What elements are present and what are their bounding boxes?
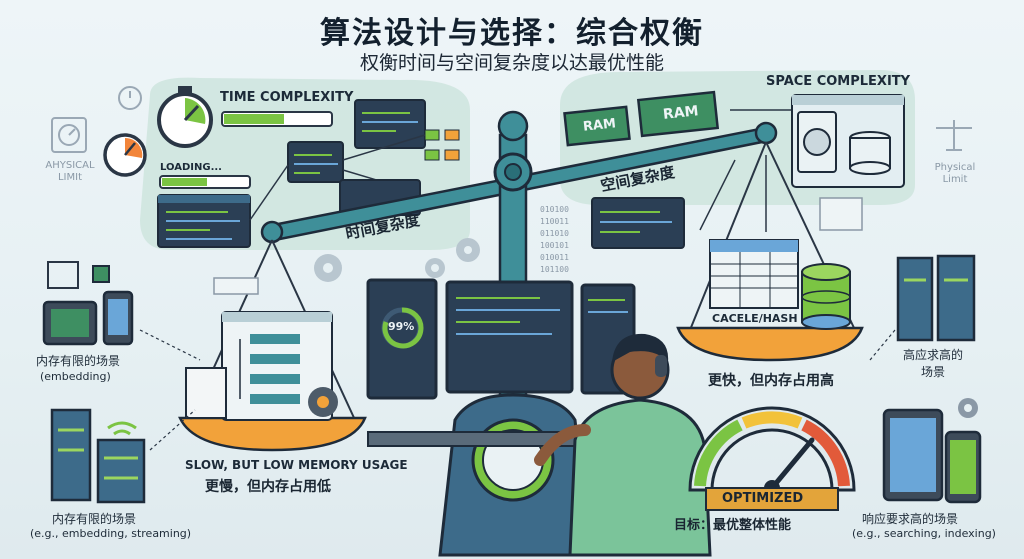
binary-stream-icon: 010100 xyxy=(540,205,569,214)
svg-text:110011: 110011 xyxy=(540,217,569,226)
time-complexity-label: TIME COMPLEXITY xyxy=(220,90,354,105)
optimized-gauge xyxy=(688,406,856,511)
scale-balance-icon xyxy=(936,120,972,151)
scenario-limited-memory-top: 内存有限的场景 xyxy=(36,354,121,368)
optimized-label: OPTIMIZED xyxy=(722,491,804,506)
gear-icon-right xyxy=(958,398,978,418)
stopwatch-icon xyxy=(157,86,213,148)
physical-limit-right: Physical Limit xyxy=(934,162,976,185)
page-title: 算法设计与选择：综合权衡 xyxy=(320,16,704,51)
headphones-icon xyxy=(655,355,667,377)
doc-strip-icon xyxy=(213,277,259,295)
monitor-left xyxy=(366,278,438,400)
scenario-limited-memory-bottom: 内存有限的场景 xyxy=(52,512,137,526)
server-rack-icon-left xyxy=(50,408,146,504)
svg-text:100101: 100101 xyxy=(540,241,569,250)
page-subtitle: 权衡时间与空间复杂度以达最优性能 xyxy=(359,52,664,74)
ram-chip-icon-2 xyxy=(636,90,720,138)
server-rack-icon-right xyxy=(896,254,976,342)
left-pan-caption-en: SLOW, BUT LOW MEMORY USAGE xyxy=(185,458,408,472)
chip-icon xyxy=(47,261,110,289)
pressure-gauge-icon xyxy=(51,117,87,153)
hash-table-icon xyxy=(709,239,799,309)
flowchart-window xyxy=(221,311,333,421)
code-window-left xyxy=(157,194,251,248)
doc-small-icon xyxy=(819,197,863,231)
progress-readout: 99% xyxy=(388,320,415,333)
loading-label: LOADING... xyxy=(160,162,222,173)
svg-text:010011: 010011 xyxy=(540,253,569,262)
gear-icon-1 xyxy=(314,254,342,282)
embedded-device-icon xyxy=(42,290,134,346)
gear-icon-pan xyxy=(308,387,338,417)
clock-outline-icon xyxy=(118,86,142,110)
scenario-high-demand: 高应求高的 场景 xyxy=(902,348,963,379)
gear-icon-3 xyxy=(425,258,445,278)
storage-window xyxy=(791,94,905,188)
goal-label: 目标：最优整体性能 xyxy=(674,518,792,533)
ram-chip-icon-1 xyxy=(563,105,631,147)
document-icon xyxy=(185,367,227,419)
right-pan-caption-cn: 更快，但内存占用高 xyxy=(708,373,834,389)
stopwatch-small-icon xyxy=(103,133,147,177)
cache-hash-label: CACELE/HASH xyxy=(712,312,798,325)
physical-limit-left: AHYSICAL LIMIt xyxy=(45,160,95,183)
wifi-icon xyxy=(107,421,137,430)
left-pan xyxy=(178,416,367,452)
scenario-limited-memory-bottom-example: (e.g., embedding, streaming) xyxy=(30,527,192,540)
balance-scale xyxy=(178,110,864,452)
cache-database-icon xyxy=(801,263,851,330)
gear-icon-2 xyxy=(456,238,480,262)
svg-text:101100: 101100 xyxy=(540,265,569,274)
right-pan xyxy=(676,326,864,362)
code-window-mid xyxy=(287,141,344,183)
monitor-mid xyxy=(445,280,574,394)
svg-text:011010: 011010 xyxy=(540,229,569,238)
space-complexity-label: SPACE COMPLEXITY xyxy=(766,74,911,89)
scenario-fast-response-example: (e.g., searching, indexing) xyxy=(852,527,996,540)
scenario-fast-response: 响应要求高的场景 xyxy=(862,512,959,526)
operator-person xyxy=(534,333,712,557)
tablet-phone-icon xyxy=(882,408,982,504)
scenario-limited-memory-top-example: (embedding) xyxy=(40,370,111,383)
left-pan-caption-cn: 更慢，但内存占用低 xyxy=(205,479,331,495)
code-window-top xyxy=(354,99,426,149)
